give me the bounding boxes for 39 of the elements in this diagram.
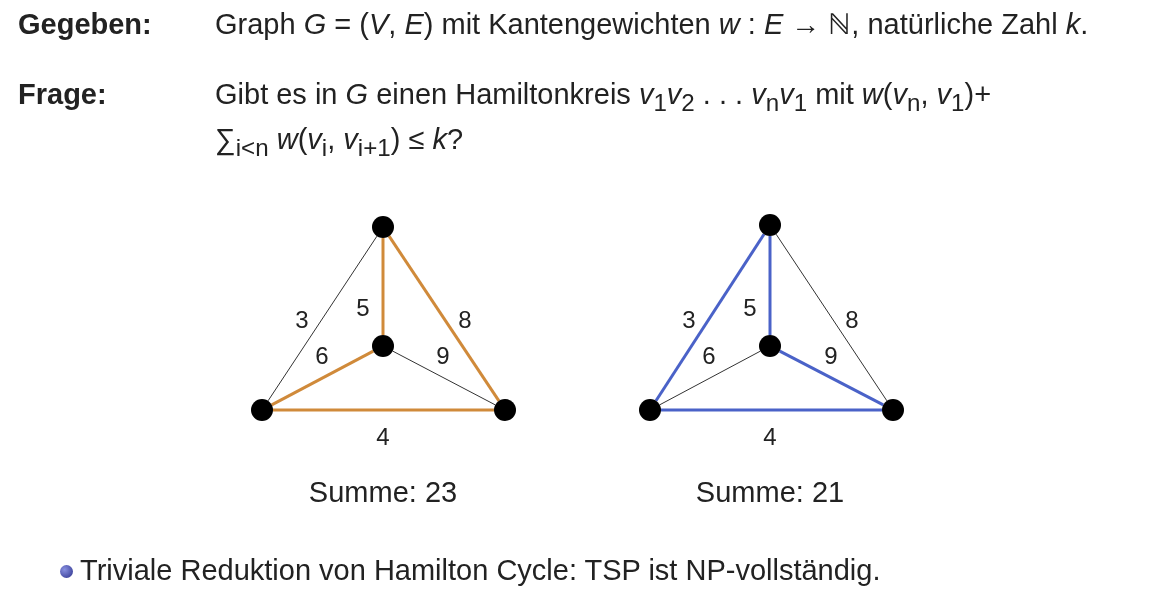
edge-weight-label: 4 xyxy=(376,424,390,450)
vertex-dot xyxy=(494,399,516,421)
text-label: Triviale Reduktion von Hamilton Cycle: TSP ist NP-vollständig. xyxy=(80,553,881,588)
graph-edge xyxy=(271,349,374,407)
graph-edge xyxy=(392,350,496,406)
graph-edge xyxy=(381,238,385,335)
edge-weight-label: 3 xyxy=(682,307,696,333)
graph-edge xyxy=(659,350,761,406)
vertex-dot xyxy=(882,399,904,421)
edge-weight-label: 8 xyxy=(845,307,859,333)
text-label: Gibt es in G einen Hamiltonkreis v$_{1}$v$_{2}$ . . . v$_{n}$v$_{1}$ mit w(v$_{n}$, v$_{1}$)+ ∑$_{i<n}$ w(v$_{i}$, v$_{i+1}$) ≤ k? xyxy=(215,77,993,163)
edge-weight-label: 4 xyxy=(763,424,777,450)
edge-weight-label: 3 xyxy=(295,307,309,333)
graph-edge xyxy=(387,235,501,402)
edge-weight-label: 5 xyxy=(356,295,370,321)
graph-edge xyxy=(273,408,494,412)
edge-weight-label: 5 xyxy=(743,295,757,321)
vertex-dot xyxy=(759,335,781,357)
graph-edge xyxy=(768,236,772,335)
vertex-dot xyxy=(251,399,273,421)
edge-weight-label: 6 xyxy=(702,343,716,369)
text-label: Frage: xyxy=(18,77,107,112)
edge-weight-label: 6 xyxy=(315,343,329,369)
graph-edge xyxy=(654,233,766,402)
vertex-dot xyxy=(372,216,394,238)
vertex-dot xyxy=(372,335,394,357)
text-label: Summe: 21 xyxy=(695,475,845,510)
graph-edge xyxy=(775,233,888,402)
edge-weight-label: 8 xyxy=(458,307,472,333)
vertex-dot xyxy=(639,399,661,421)
edge-weight-label: 9 xyxy=(824,343,838,369)
graph-edge xyxy=(661,408,882,412)
edge-weight-label: 9 xyxy=(436,343,450,369)
text-label: Graph G = (V, E) mit Kantengewichten w : E → ℕ, natürliche Zahl k. xyxy=(215,7,1090,42)
vertex-dot xyxy=(759,214,781,236)
graph-edge xyxy=(779,349,884,407)
text-label: Gegeben: xyxy=(18,7,152,42)
graph-edge xyxy=(267,235,378,402)
text-label: Summe: 23 xyxy=(308,475,458,510)
